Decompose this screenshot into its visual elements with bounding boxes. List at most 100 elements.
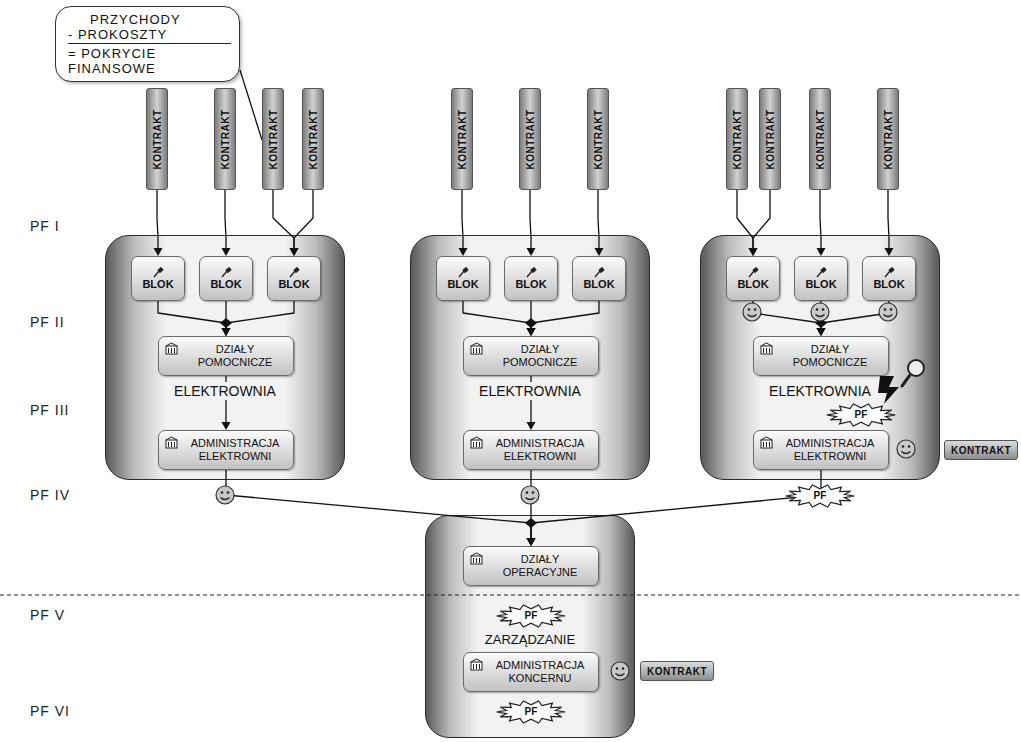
plug-icon [883,267,895,278]
node-text: BLOK [135,278,181,291]
department-box: DZIAŁY POMOCNICZE [463,336,599,376]
cost-burst: PF [496,604,566,628]
node-text: - PROKOSZTY [68,27,231,44]
node-text: KONTRAKT [815,109,826,169]
plug-icon [457,267,469,278]
level-label: PF III [30,402,69,418]
plug-icon [815,267,827,278]
node-text: PF [496,706,566,718]
node-text: BLOK [798,278,844,291]
node-text: KONTRAKT [268,109,279,169]
building-icon [470,658,483,671]
plug-icon [288,267,300,278]
plug-icon [747,267,759,278]
node-text: KONTRAKT [457,109,468,169]
junction-diamond [525,518,537,528]
connector-arrow [527,190,536,256]
level-label: PF IV [30,487,70,503]
contract-tag: KONTRAKT [640,661,714,681]
contract-tag: KONTRAKT [944,440,1018,460]
node-text: KONTRAKT [152,109,163,169]
smiley-face [521,486,539,504]
node-text: PF [785,490,855,502]
plug-icon [152,267,164,278]
node-text: BLOK [730,278,776,291]
plant-title: ELEKTROWNIA [476,382,584,400]
connector-arrow [885,190,894,256]
node-text: BLOK [203,278,249,291]
smiley-face [743,303,761,321]
plant-title: ELEKTROWNIA [171,382,279,400]
connector-arrow [158,301,231,336]
building-icon [760,342,773,355]
node-text: PRZYCHODY [68,12,231,27]
contract-tab: KONTRAKT [146,88,168,190]
connector-arrow [154,190,163,256]
building-icon [470,342,483,355]
connector-arrow [817,301,826,336]
plug-icon [593,267,605,278]
level-divider [0,595,1021,596]
power-plant-block: ELEKTROWNIA BLOK BLOK BLOK DZIAŁY POMOCNICZE… [410,235,650,480]
connector-arrow [222,376,231,430]
node-text: BLOK [866,278,912,291]
node-text: DZIAŁY OPERACYJNE [488,553,592,579]
building-icon [470,552,483,565]
node-text: KONTRAKT [525,109,536,169]
connector-arrow [817,301,890,336]
contract-tab: KONTRAKT [262,88,284,190]
connector-arrow [459,190,468,256]
node-text: KONTRAKT [950,445,1012,456]
smiley-face [879,303,897,321]
plant-title: ZARZĄDZANIE [482,632,578,648]
node-text: BLOK [271,278,317,291]
concern-block: ZARZĄDZANIE DZIAŁY OPERACYJNE PF ADMINISTRA… [425,515,635,738]
connector-arrow [737,190,758,256]
department-box: ADMINISTRACJA KONCERNU [463,652,599,692]
unit-box: BLOK [504,256,558,301]
building-icon [760,436,773,449]
node-text: BLOK [508,278,554,291]
building-icon [165,436,178,449]
node-text: BLOK [440,278,486,291]
node-text: ADMINISTRACJA KONCERNU [488,659,592,685]
smiley-face [897,440,915,458]
node-text: KONTRAKT [308,109,319,169]
magnifier-icon [902,360,924,386]
lightning-bolt [878,376,899,404]
plug-icon [220,267,232,278]
contract-tab: KONTRAKT [451,88,473,190]
node-text: PF [496,610,566,622]
unit-box: BLOK [131,256,185,301]
node-text: BLOK [576,278,622,291]
node-text: PF [826,409,896,421]
unit-box: BLOK [267,256,321,301]
node-text: KONTRAKT [883,109,894,169]
department-box: ADMINISTRACJA ELEKTROWNI [158,430,294,470]
department-box: DZIAŁY POMOCNICZE [158,336,294,376]
unit-box: BLOK [199,256,253,301]
unit-box: BLOK [436,256,490,301]
smiley-face [216,486,234,504]
node-text: KONTRAKT [593,109,604,169]
contract-tab: KONTRAKT [214,88,236,190]
connector-arrow [817,190,826,256]
connector-arrow [527,376,536,430]
cost-burst: PF [785,484,855,508]
department-box: ADMINISTRACJA ELEKTROWNI [463,430,599,470]
contract-tab: KONTRAKT [519,88,541,190]
contract-tab: KONTRAKT [809,88,831,190]
connector-arrow [273,190,299,256]
building-icon [470,436,483,449]
node-text: KONTRAKT [220,109,231,169]
node-text: KONTRAKT [646,666,708,677]
connector-arrow [595,190,604,256]
contract-tab: KONTRAKT [726,88,748,190]
department-box: DZIAŁY POMOCNICZE [753,336,889,376]
level-label: PF V [30,607,65,623]
node-text: ADMINISTRACJA ELEKTROWNI [183,437,287,463]
level-label: PF VI [30,703,70,719]
cost-burst: PF [826,403,896,427]
node-text: ADMINISTRACJA ELEKTROWNI [488,437,592,463]
